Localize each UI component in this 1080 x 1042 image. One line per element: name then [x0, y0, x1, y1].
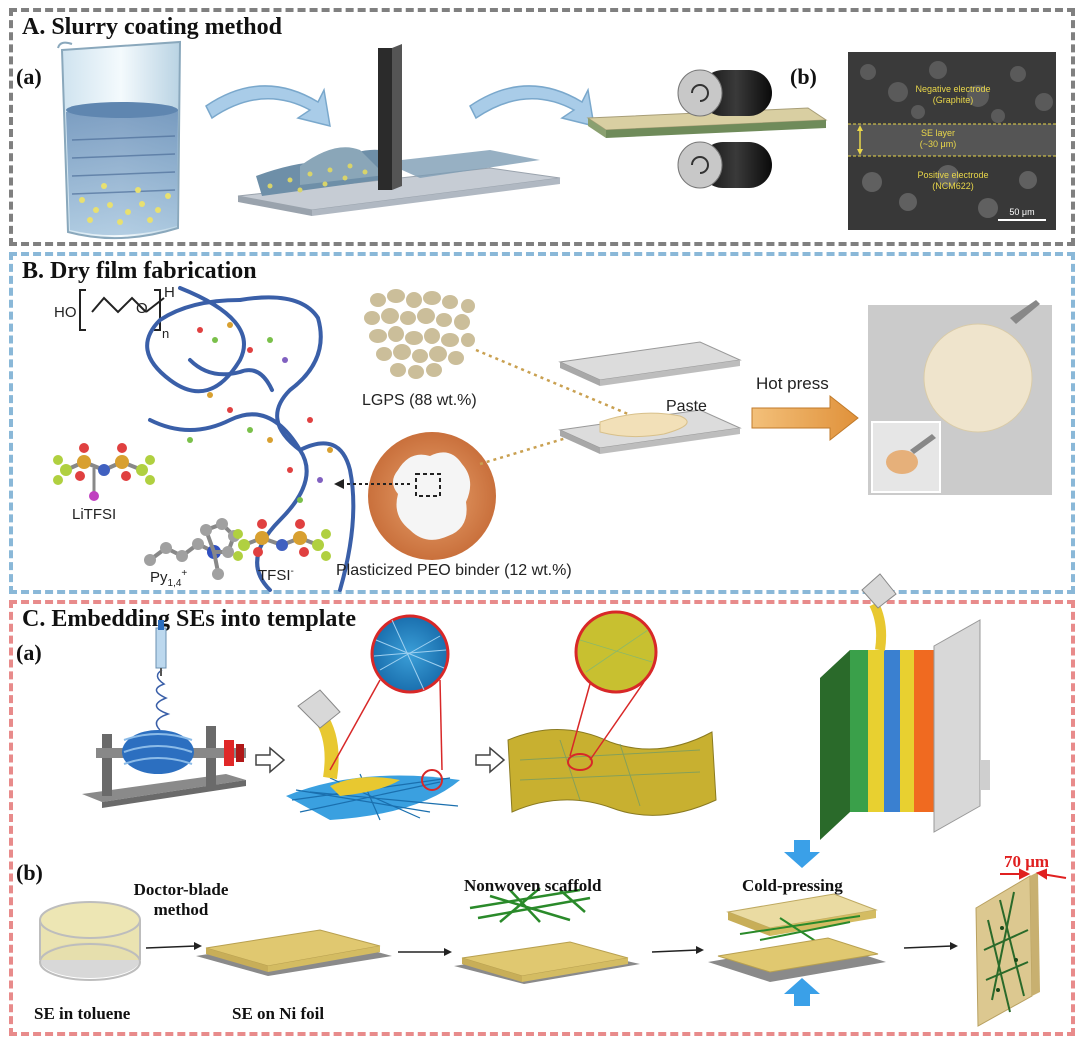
arrow-2-icon — [469, 85, 595, 128]
se-ni-foil-label: SE on Ni foil — [232, 1004, 325, 1023]
panel-a-title: A. Slurry coating method — [22, 14, 282, 40]
paste-label: Paste — [666, 398, 707, 415]
lgps-particles-icon — [364, 289, 475, 379]
electrospinning-icon — [82, 620, 246, 808]
panel-c-title: C. Embedding SEs into template — [22, 606, 357, 632]
sem-image: Negative electrode(Graphite) SE layer(~3… — [848, 52, 1056, 230]
ion-dots — [187, 322, 333, 503]
step-arrow-1-icon — [255, 746, 286, 774]
composite-film-icon — [975, 872, 1040, 1027]
se-toluene-label: SE in toluene — [34, 1004, 131, 1023]
flow-arrowhead-4 — [950, 942, 958, 950]
panel-embedding-template — [9, 600, 1075, 1036]
lgps-label: LGPS (88 wt.%) — [362, 392, 477, 409]
nonwoven-scaffold-icon — [454, 887, 640, 984]
sem-positive-label: Positive electrode(NCM622) — [917, 170, 989, 191]
roller-press-icon — [586, 69, 828, 189]
flow-arrowhead-1 — [194, 942, 202, 950]
fiber-mat-icon — [286, 614, 460, 821]
flow-arrow-3 — [651, 949, 699, 953]
panel-a-sub-a: (a) — [16, 64, 42, 89]
peo-h-label: H — [164, 284, 175, 301]
peo-o-label: O — [136, 300, 148, 317]
sem-scale-bar-label: 50 μm — [1009, 207, 1035, 217]
peo-ho-label: HO — [54, 304, 77, 321]
litfsi-molecule-icon — [53, 443, 155, 501]
cell-stack-icon — [820, 573, 990, 840]
py14-molecule-icon — [144, 518, 240, 580]
flow-arrowhead-2 — [444, 948, 452, 956]
thickness-label: 70 μm — [1004, 852, 1050, 871]
nonwoven-label: Nonwoven scaffold — [464, 876, 602, 895]
beaker-icon — [57, 40, 182, 240]
dry-film-photo — [868, 300, 1052, 495]
doctor-blade-icon — [237, 44, 561, 216]
peo-binder-label: Plasticized PEO binder (12 wt.%) — [336, 562, 572, 579]
flow-arrow-4 — [903, 945, 953, 949]
panel-a-sub-b: (b) — [790, 64, 817, 89]
panel-c-sub-a: (a) — [16, 640, 42, 665]
se-on-ni-foil-icon — [196, 929, 392, 976]
peo-molecule-icon — [79, 289, 165, 331]
cold-pressing-icon — [708, 840, 886, 1006]
hot-press-arrow-icon — [751, 394, 859, 442]
litfsi-label: LiTFSI — [72, 506, 117, 523]
thickness-arrows-icon — [1000, 868, 1067, 880]
hot-press-label: Hot press — [756, 374, 829, 393]
panel-dry-film — [9, 252, 1075, 594]
press-plates-icon — [558, 341, 742, 454]
sem-se-layer-label: SE layer(~30 μm) — [919, 128, 957, 149]
sem-negative-label: Negative electrode(Graphite) — [915, 84, 991, 105]
zoom-arrowhead — [334, 479, 344, 489]
peo-n-label: n — [162, 326, 170, 341]
py14-label: Py1,4+ — [150, 568, 188, 589]
flow-arrow-1 — [145, 945, 197, 949]
petri-dish-icon — [39, 901, 141, 981]
flow-arrowhead-3 — [696, 946, 704, 954]
panel-c-sub-b: (b) — [16, 860, 43, 885]
arrow-1-icon — [205, 85, 331, 128]
composite-membrane-icon — [507, 610, 717, 816]
panel-slurry-coating — [9, 8, 1075, 246]
panel-b-title: B. Dry film fabrication — [22, 258, 257, 284]
tfsi-molecule-icon — [233, 519, 331, 561]
tfsi-label: TFSI- — [258, 566, 294, 584]
peo-binder-photo — [368, 432, 496, 560]
step-arrow-2-icon — [475, 746, 506, 774]
cold-pressing-label: Cold-pressing — [742, 876, 843, 895]
